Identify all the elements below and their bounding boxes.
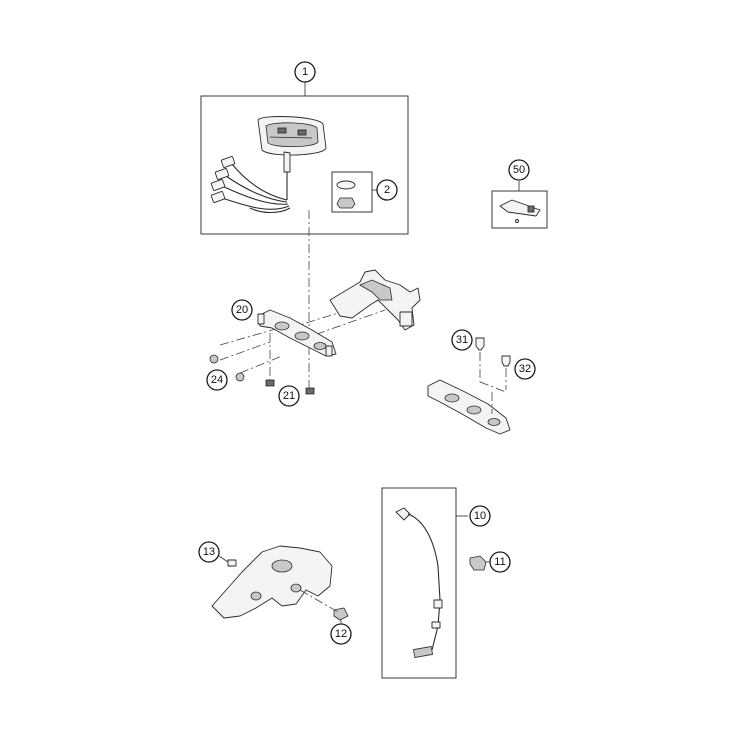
wiring-harness bbox=[210, 156, 291, 214]
callout-1[interactable]: 1 bbox=[294, 61, 316, 83]
svg-text:10: 10 bbox=[474, 510, 486, 522]
nut-21-a bbox=[265, 379, 275, 387]
svg-text:1: 1 bbox=[302, 66, 308, 78]
nut bbox=[336, 197, 356, 209]
screw-24-b bbox=[235, 372, 245, 382]
callout-10[interactable]: 10 bbox=[469, 505, 491, 527]
part-32 bbox=[501, 355, 511, 367]
callout-11[interactable]: 11 bbox=[489, 551, 511, 573]
seal-nut-subframe bbox=[331, 171, 373, 213]
svg-text:50: 50 bbox=[513, 164, 525, 176]
svg-text:31: 31 bbox=[456, 334, 468, 346]
svg-text:24: 24 bbox=[211, 374, 223, 386]
nut-21-b bbox=[305, 387, 315, 395]
part-13 bbox=[227, 559, 237, 567]
sensor-cable-group bbox=[381, 487, 468, 679]
callout-32[interactable]: 32 bbox=[514, 358, 536, 380]
svg-text:13: 13 bbox=[203, 546, 215, 558]
holder-alt bbox=[427, 337, 511, 435]
connector-11 bbox=[469, 555, 490, 571]
svg-text:2: 2 bbox=[384, 184, 390, 196]
callout-21[interactable]: 21 bbox=[278, 385, 300, 407]
part-31 bbox=[475, 337, 485, 351]
callout-24[interactable]: 24 bbox=[206, 369, 228, 391]
item-50-frame bbox=[491, 190, 548, 229]
speedometer-assembly-group bbox=[200, 82, 409, 235]
svg-text:11: 11 bbox=[494, 556, 505, 568]
callout-12[interactable]: 12 bbox=[330, 623, 352, 645]
instrument-bracket bbox=[329, 269, 421, 331]
sensor-bracket bbox=[211, 545, 349, 621]
callout-13[interactable]: 13 bbox=[198, 541, 220, 563]
holder-20 bbox=[257, 309, 337, 357]
item-50-group bbox=[491, 181, 548, 229]
svg-text:12: 12 bbox=[335, 628, 347, 640]
svg-text:32: 32 bbox=[519, 363, 531, 375]
screw-24-a bbox=[209, 354, 219, 364]
svg-text:21: 21 bbox=[283, 390, 295, 402]
callout-2[interactable]: 2 bbox=[376, 179, 398, 201]
sensor-frame bbox=[381, 487, 457, 679]
callout-20[interactable]: 20 bbox=[231, 299, 253, 321]
o-ring bbox=[336, 180, 356, 190]
callout-31[interactable]: 31 bbox=[451, 329, 473, 351]
callout-50[interactable]: 50 bbox=[508, 159, 530, 181]
speedometer-unit bbox=[257, 116, 327, 200]
part-12 bbox=[333, 607, 349, 621]
screws bbox=[209, 354, 315, 395]
speedometer-frame bbox=[200, 95, 409, 235]
svg-text:20: 20 bbox=[236, 304, 248, 316]
